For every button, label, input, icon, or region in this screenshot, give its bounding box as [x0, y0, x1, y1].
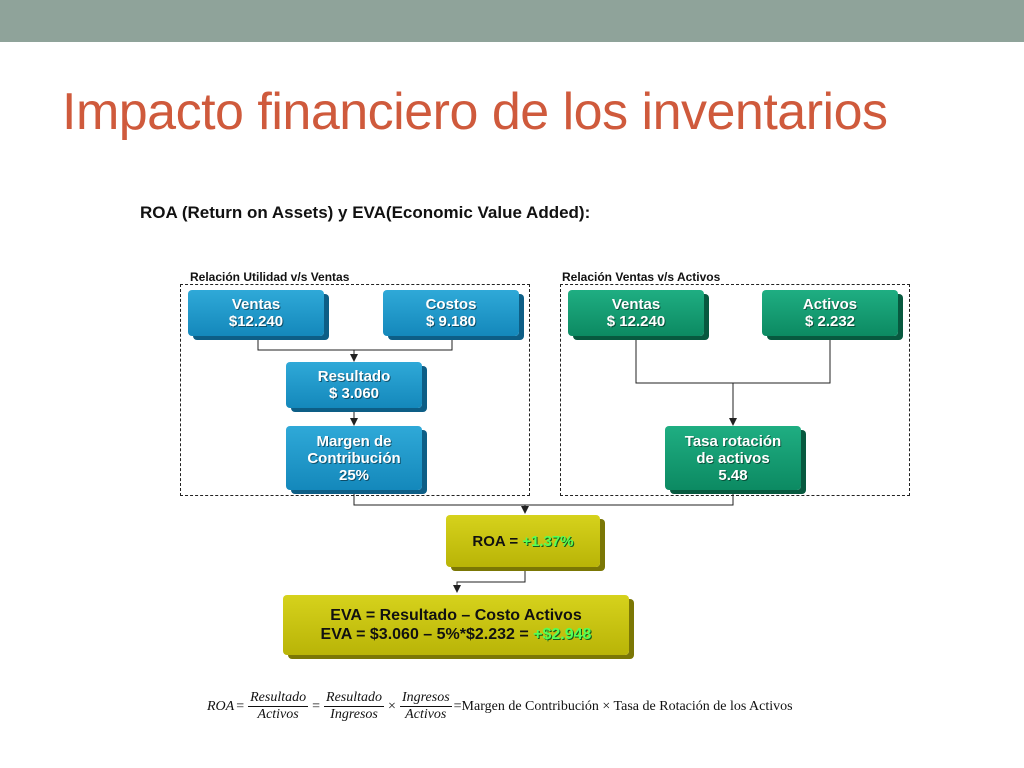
fraction-2-denominator: Ingresos: [330, 707, 378, 722]
resultado-box-title: Resultado: [317, 368, 391, 385]
roa-label: ROA =: [472, 532, 519, 550]
formula-rhs: =Margen de Contribución × Tasa de Rotaci…: [453, 698, 793, 714]
costos-box-value: $ 9.180: [425, 313, 477, 330]
top-bar: [0, 0, 1024, 42]
eva-box: EVA = Resultado – Costo Activos EVA = $3…: [283, 595, 629, 655]
ventas-box-left-value: $12.240: [228, 313, 284, 330]
ventas-box-left: Ventas $12.240: [188, 290, 324, 336]
eva-value: +$2.948: [533, 626, 592, 643]
formula-eq-1: =: [236, 698, 245, 714]
ventas-box-right: Ventas $ 12.240: [568, 290, 704, 336]
formula-times: ×: [388, 698, 396, 714]
roa-formula: ROA = Resultado Activos = Resultado Ingr…: [207, 690, 793, 723]
activos-box-title: Activos: [802, 296, 858, 313]
margen-box-line1: Margen de: [316, 432, 392, 450]
tasa-box-line2: de activos: [696, 449, 770, 467]
margen-box: Margen de Contribución 25%: [286, 426, 422, 490]
ventas-box-left-title: Ventas: [231, 296, 281, 313]
fraction-3-denominator: Activos: [405, 707, 447, 722]
tasa-box-line1: Tasa rotación: [684, 432, 782, 450]
tasa-box-value: 5.48: [718, 466, 748, 484]
ventas-box-right-value: $ 12.240: [606, 313, 666, 330]
slide-title: Impacto financiero de los inventarios: [62, 83, 888, 141]
roa-value: +1.37%: [522, 532, 574, 550]
activos-box-value: $ 2.232: [804, 313, 856, 330]
resultado-box-value: $ 3.060: [328, 385, 380, 402]
ventas-box-right-title: Ventas: [611, 296, 661, 313]
tasa-rotacion-box: Tasa rotación de activos 5.48: [665, 426, 801, 490]
fraction-resultado-ingresos: Resultado Ingresos: [324, 690, 385, 723]
eva-formula-line: EVA = Resultado – Costo Activos: [330, 607, 582, 624]
roa-box: ROA = +1.37%: [446, 515, 600, 567]
formula-lhs: ROA: [207, 698, 235, 714]
margen-box-value: 25%: [338, 466, 370, 484]
fraction-resultado-activos: Resultado Activos: [248, 690, 309, 723]
eva-calc-prefix: EVA = $3.060 – 5%*$2.232 =: [320, 626, 529, 643]
right-group-frame: [560, 284, 910, 496]
diagram-subtitle: ROA (Return on Assets) y EVA(Economic Va…: [140, 203, 591, 222]
fraction-2-numerator: Resultado: [324, 690, 385, 707]
right-group-label: Relación Ventas v/s Activos: [562, 270, 721, 284]
formula-eq-2: =: [312, 698, 321, 714]
fraction-1-numerator: Resultado: [248, 690, 309, 707]
eva-calc-line: EVA = $3.060 – 5%*$2.232 = +$2.948: [321, 625, 592, 644]
left-group-frame: [180, 284, 530, 496]
fraction-ingresos-activos: Ingresos Activos: [399, 690, 452, 723]
costos-box: Costos $ 9.180: [383, 290, 519, 336]
resultado-box: Resultado $ 3.060: [286, 362, 422, 408]
margen-box-line2: Contribución: [307, 449, 401, 467]
fraction-1-denominator: Activos: [257, 707, 299, 722]
left-group-label: Relación Utilidad v/s Ventas: [190, 270, 350, 284]
activos-box: Activos $ 2.232: [762, 290, 898, 336]
fraction-3-numerator: Ingresos: [399, 690, 452, 707]
costos-box-title: Costos: [425, 296, 477, 313]
